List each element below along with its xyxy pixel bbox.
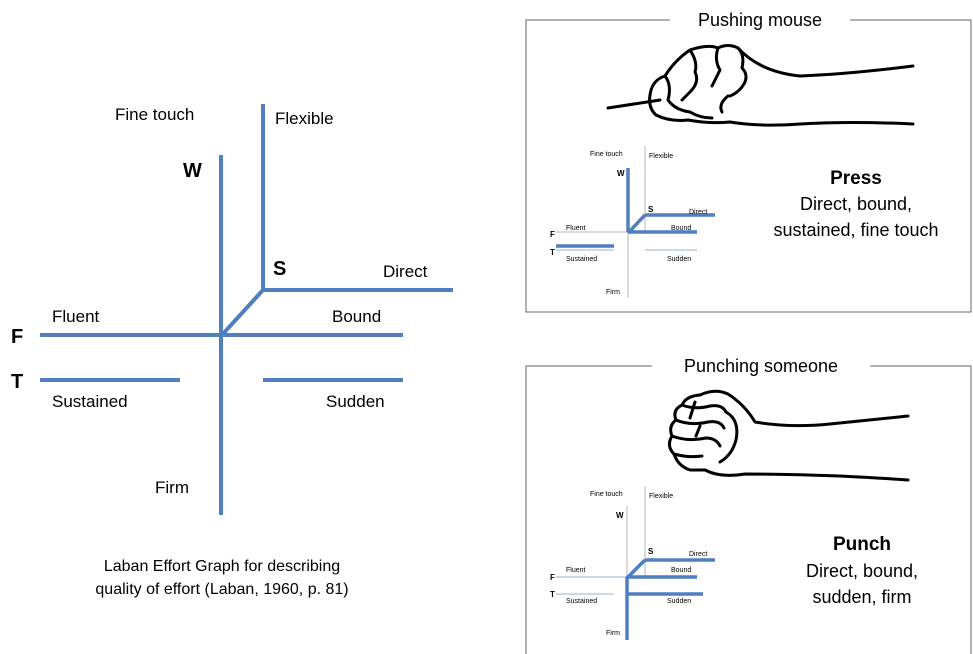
mini-label-fluent: Fluent — [566, 225, 586, 232]
action-desc-line-1: Direct, bound, — [800, 194, 912, 214]
mini-label-t: T — [550, 590, 555, 599]
mini-label-bound: Bound — [671, 567, 691, 574]
mini-label-sudden: Sudden — [667, 598, 691, 605]
space-diagonal — [219, 288, 265, 338]
mini-label-flexible: Flexible — [649, 153, 673, 160]
action-title: Punch — [833, 534, 891, 555]
mini-label-t: T — [550, 248, 555, 257]
panel-title: Punching someone — [684, 356, 838, 376]
hand-on-mouse-illustration — [606, 44, 915, 127]
caption-line-1: Laban Effort Graph for describing — [104, 558, 340, 575]
label-fluent: Fluent — [52, 307, 100, 326]
mini-label-flexible: Flexible — [649, 493, 673, 500]
action-desc-line-2: sustained, fine touch — [773, 220, 938, 240]
panel-punching-someone: Punching someone Fine touc — [525, 356, 972, 654]
mini-label-w: W — [617, 169, 625, 178]
mini-label-f: F — [550, 573, 555, 582]
mini-label-sustained: Sustained — [566, 256, 597, 263]
label-w: W — [183, 160, 202, 182]
mini-label-bound: Bound — [671, 225, 691, 232]
label-s: S — [273, 258, 286, 280]
caption-line-2: quality of effort (Laban, 1960, p. 81) — [95, 581, 348, 598]
mini-label-fluent: Fluent — [566, 567, 586, 574]
panel-frame — [525, 19, 972, 313]
label-bound: Bound — [332, 307, 381, 326]
fist-illustration — [667, 389, 910, 482]
action-desc-line-1: Direct, bound, — [806, 561, 918, 581]
mini-label-fine-touch: Fine touch — [590, 151, 623, 158]
action-title: Press — [830, 168, 882, 189]
label-fine-touch: Fine touch — [115, 105, 194, 124]
action-desc-line-2: sudden, firm — [812, 587, 911, 607]
mini-label-s: S — [648, 205, 654, 214]
label-t: T — [11, 371, 23, 393]
label-firm: Firm — [155, 478, 189, 497]
mini-effort-graph: Fine touch Flexible W S Direct Fluent Bo… — [550, 146, 715, 298]
main-effort-graph: Fine touch Flexible W S Direct Fluent Bo… — [11, 104, 453, 598]
label-flexible: Flexible — [275, 109, 334, 128]
space-diagonal-highlight — [626, 213, 647, 235]
label-f: F — [11, 326, 23, 348]
mini-label-firm: Firm — [606, 630, 620, 637]
space-diagonal-highlight — [625, 558, 647, 580]
label-sustained: Sustained — [52, 392, 128, 411]
panel-title: Pushing mouse — [698, 10, 822, 30]
mini-label-direct: Direct — [689, 209, 707, 216]
mini-label-f: F — [550, 230, 555, 239]
mini-label-sustained: Sustained — [566, 598, 597, 605]
label-direct: Direct — [383, 262, 428, 281]
mini-label-direct: Direct — [689, 551, 707, 558]
mini-label-fine-touch: Fine touch — [590, 491, 623, 498]
panel-pushing-mouse: Pushing mouse Fine touch — [525, 10, 972, 313]
mini-label-s: S — [648, 547, 654, 556]
label-sudden: Sudden — [326, 392, 385, 411]
panel-frame — [525, 365, 972, 654]
mini-label-firm: Firm — [606, 289, 620, 296]
mini-effort-graph: Fine touch Flexible W S Direct Fluent Bo… — [550, 486, 715, 640]
mini-label-w: W — [616, 511, 624, 520]
mini-label-sudden: Sudden — [667, 256, 691, 263]
